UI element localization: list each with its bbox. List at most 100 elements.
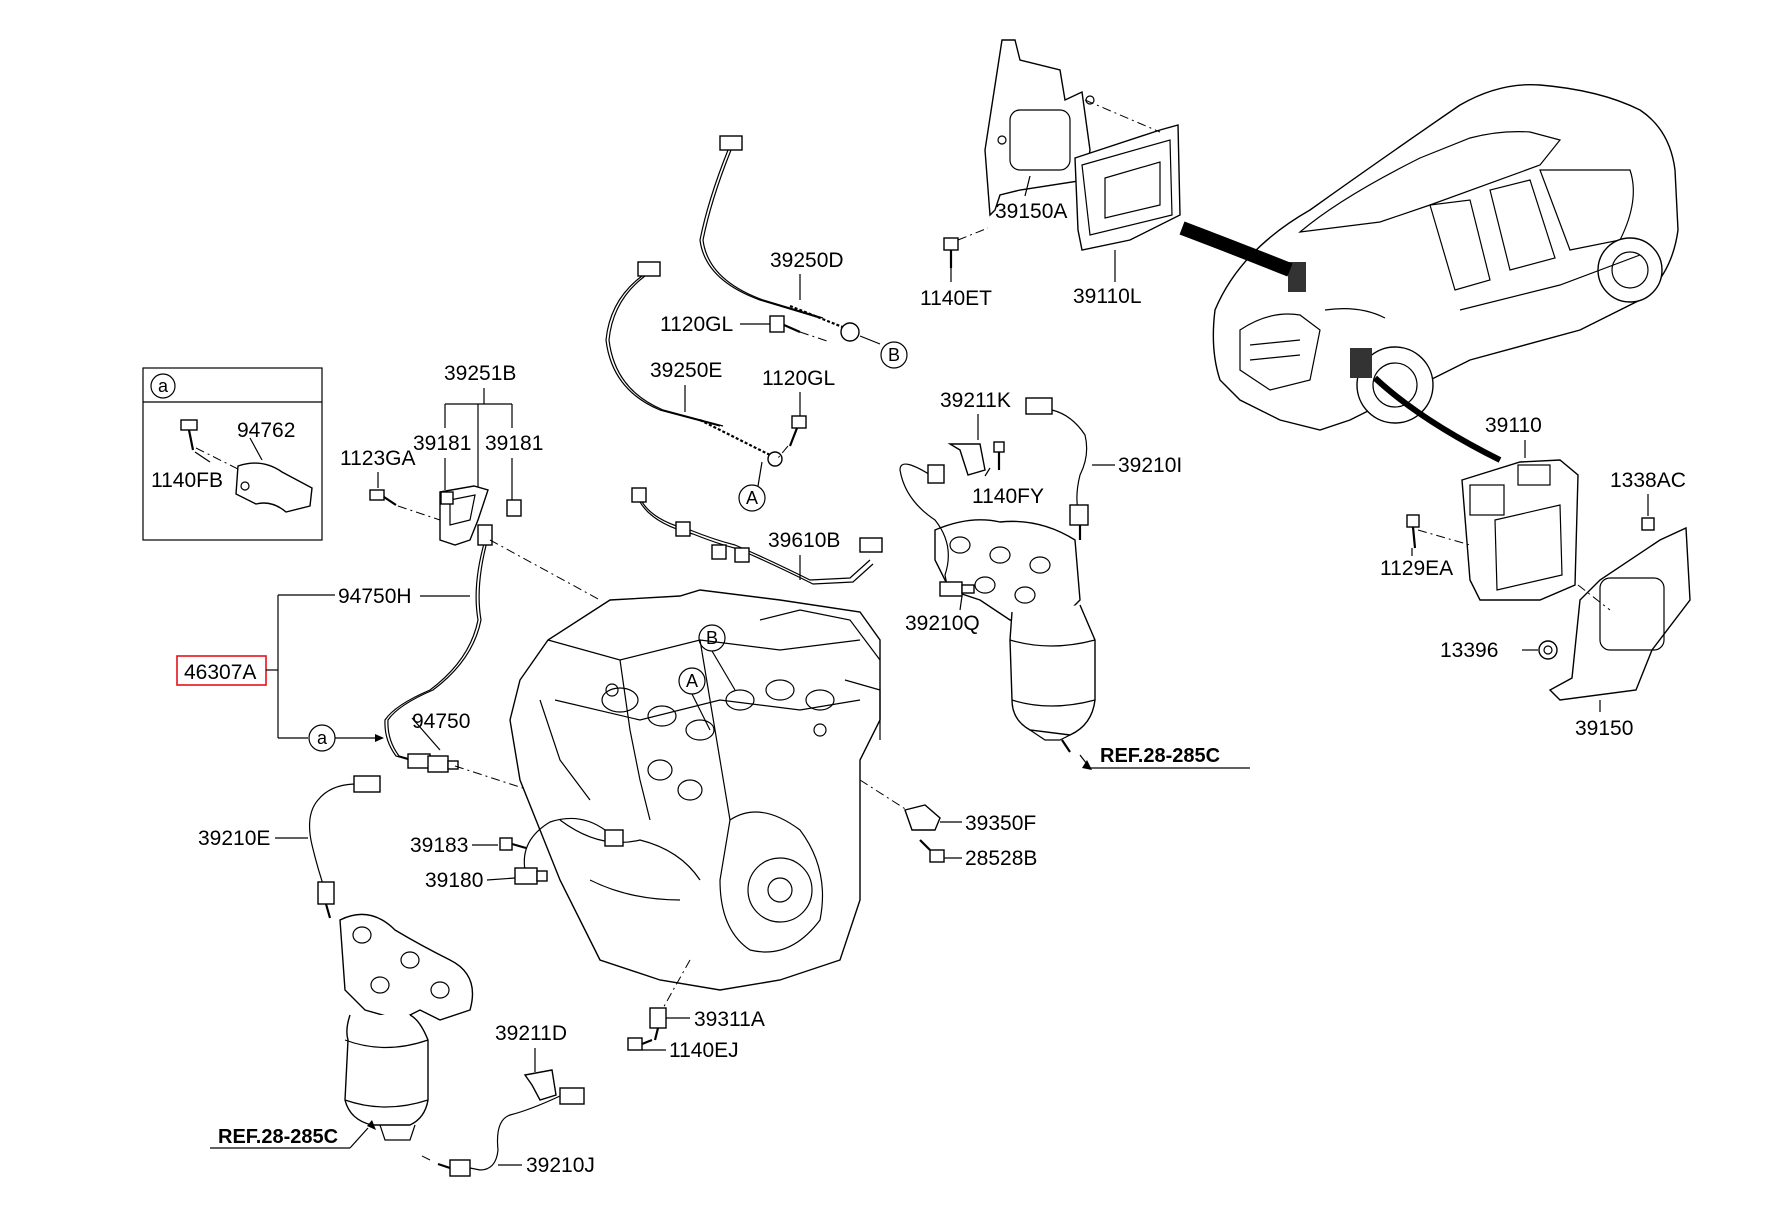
sensor-39210I-icon [1069, 504, 1089, 526]
label-46307A: 46307A [184, 661, 256, 684]
clip-94762-icon [235, 462, 313, 513]
label-39211K: 39211K [940, 389, 1011, 412]
label-13396: 13396 [1440, 639, 1498, 662]
label-94750H: 94750H [338, 585, 412, 608]
label-39211D: 39211D [495, 1022, 567, 1045]
label-1140ET: 1140ET [920, 287, 992, 310]
bracket-39251B-group: 39251B 39181 39181 [413, 362, 543, 546]
label-39110L: 39110L [1073, 285, 1142, 308]
sensor-39250D-tip-icon [840, 322, 860, 342]
connector-39210I-icon [1025, 397, 1053, 415]
label-39250D: 39250D [770, 249, 844, 272]
ref-28-285C-right: REF.28-285C [1100, 745, 1220, 767]
suv-vehicle-icon [1212, 83, 1679, 431]
sensor-39250E-group: 39250E A [605, 261, 783, 512]
connector-39610B-b-icon [859, 537, 883, 553]
ecu-39110-icon [1461, 459, 1579, 601]
bolt-39183-icon [499, 837, 527, 851]
sensor-94750-icon [427, 755, 459, 773]
bolt-1140FY-icon [993, 441, 1005, 470]
ecu-39110L-icon [1074, 124, 1181, 251]
wire-39210Q [899, 463, 949, 591]
label-39150: 39150 [1575, 717, 1633, 740]
harness-39610B-group: 39610B [631, 487, 883, 585]
connector-39210J-icon [559, 1087, 585, 1105]
left-exhaust-manifold-icon [339, 913, 474, 1141]
inset-marker-a-text: a [158, 376, 169, 396]
clip-39181-icon [506, 499, 522, 517]
label-1129EA: 1129EA [1380, 557, 1453, 580]
callout-arrow-bottom [1372, 375, 1502, 463]
connector-39210E-icon [353, 775, 381, 793]
clip-1338AC-icon [1641, 517, 1655, 531]
sensor-39350F-icon [904, 804, 941, 831]
engine-bay-ecu-location-icon [1288, 262, 1306, 292]
nut-13396-icon [1538, 640, 1558, 660]
sensor-39210J-icon [449, 1159, 471, 1177]
bolt-1120GL-top-icon [769, 315, 801, 334]
label-1338AC: 1338AC [1610, 469, 1686, 492]
sensor-39311A-icon [649, 1007, 667, 1041]
marker-B-connector [880, 341, 908, 369]
connector-39250E-icon [637, 261, 661, 277]
bracket-39211D-icon [523, 1069, 557, 1101]
label-39181-right: 39181 [485, 432, 543, 455]
bolt-28528B-icon [919, 839, 945, 863]
sensor-39180-icon [514, 867, 548, 885]
label-39150A: 39150A [995, 200, 1067, 223]
label-94750: 94750 [412, 710, 470, 733]
engine-block-icon [509, 589, 881, 991]
bolt-1120GL-mid-icon [788, 415, 807, 447]
sensor-39250D-group: B 39250D [699, 135, 908, 369]
callout-arrow-top [1179, 221, 1293, 277]
label-39350F: 39350F [965, 812, 1036, 835]
label-1120GL-mid: 1120GL [762, 367, 835, 390]
connector-39610B-a-icon [631, 487, 647, 503]
label-39110: 39110 [1485, 414, 1542, 437]
marker-B-engine-text: B [706, 628, 718, 648]
sensor-39210E-icon [317, 881, 335, 905]
flywheel-icon [747, 857, 813, 923]
label-1140EJ: 1140EJ [669, 1039, 739, 1062]
harness-46307A-group: 46307A 94750H a [176, 585, 470, 752]
label-39210I: 39210I [1118, 454, 1182, 477]
label-39210Q: 39210Q [905, 612, 980, 635]
label-39183: 39183 [410, 834, 468, 857]
ecu-bracket-39150-icon [1548, 526, 1691, 701]
label-39210E: 39210E [198, 827, 270, 850]
label-1140FY: 1140FY [972, 485, 1044, 508]
marker-A-connector [738, 484, 766, 512]
label-1123GA: 1123GA [340, 447, 416, 470]
label-39311A: 39311A [694, 1008, 765, 1031]
inset-box: a 94762 1140FB [142, 367, 323, 541]
marker-A-connector-text: A [746, 488, 758, 508]
connector-39250D-icon [719, 135, 743, 151]
label-1140FB: 1140FB [151, 469, 223, 492]
label-1120GL-top: 1120GL [660, 313, 733, 336]
harness-marker-a-text: a [317, 728, 328, 748]
marker-B-connector-text: B [888, 345, 900, 365]
bolt-1140FB-icon [180, 419, 198, 451]
wire-39180 [523, 817, 613, 871]
label-39181-left: 39181 [413, 432, 471, 455]
label-39610B: 39610B [768, 529, 840, 552]
label-39210J: 39210J [526, 1154, 595, 1177]
ref-28-285C-left: REF.28-285C [218, 1126, 338, 1148]
wire-harness-94750H [384, 539, 486, 761]
label-39180: 39180 [425, 869, 483, 892]
bolt-1123GA-icon [369, 489, 397, 506]
label-39251B: 39251B [444, 362, 516, 385]
sensor-39210Q-icon [939, 581, 963, 597]
label-39250E: 39250E [650, 359, 722, 382]
inset-marker-a [150, 373, 176, 399]
right-exhaust-manifold-icon [934, 519, 1096, 753]
bracket-39211K-icon [947, 443, 986, 476]
label-28528B: 28528B [965, 847, 1037, 870]
bolt-1140ET-icon [943, 237, 959, 268]
harness-connector-icon [477, 524, 493, 546]
label-94762: 94762 [237, 419, 295, 442]
bolt-1140EJ-icon [627, 1037, 653, 1051]
bolt-1129EA-icon [1406, 514, 1420, 549]
marker-A-engine-text: A [686, 671, 698, 691]
